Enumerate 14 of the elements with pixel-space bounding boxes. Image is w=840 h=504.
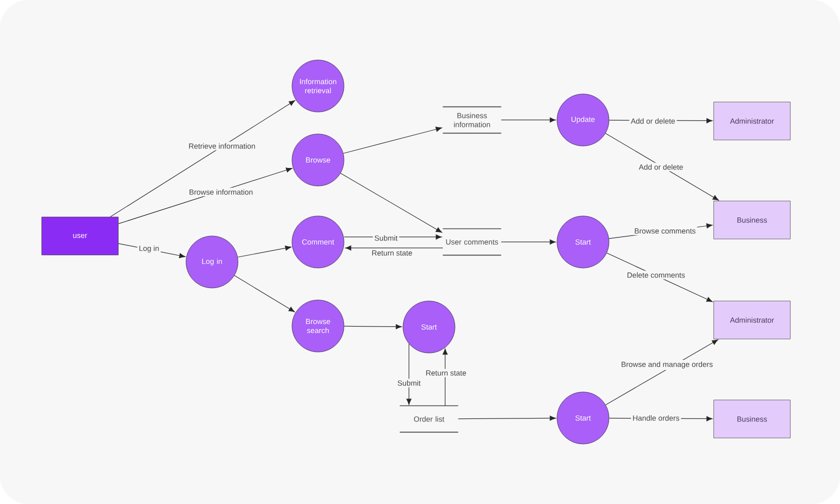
arrow [605,339,718,406]
arrow [343,126,442,154]
arrow [234,275,295,312]
arrow [500,239,556,244]
arrow [345,245,444,250]
arrow [458,416,556,421]
arrow [605,133,719,200]
arrow [442,348,448,406]
arrow [118,243,186,258]
arrow [340,172,442,233]
arrow [500,117,556,122]
arrow [344,324,402,330]
arrow [110,100,296,218]
arrow [237,246,292,258]
